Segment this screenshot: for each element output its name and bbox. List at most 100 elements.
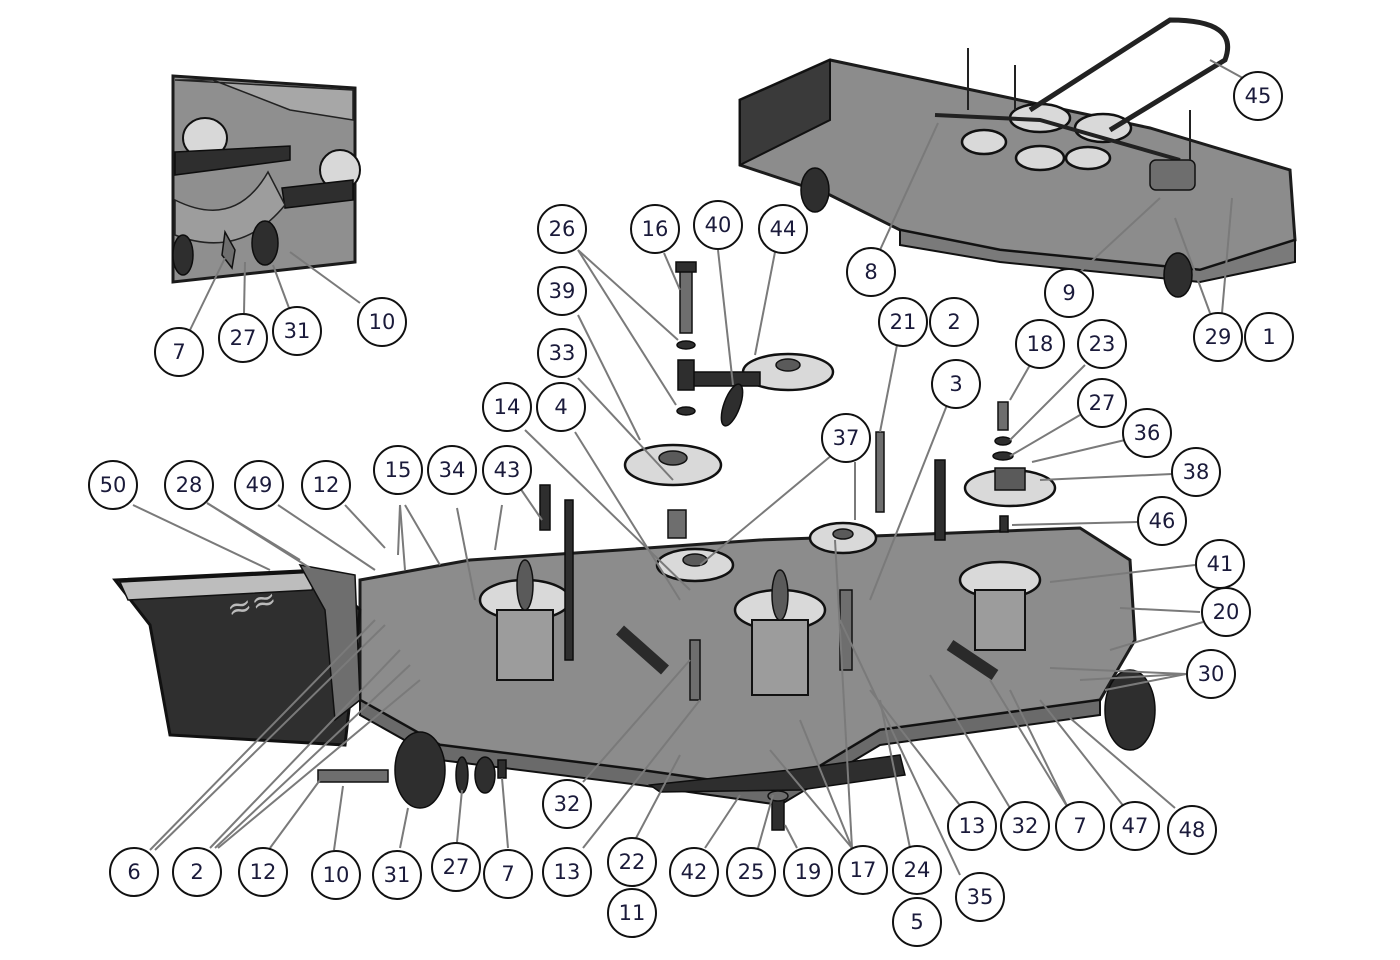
callout-47: 47 [1110,801,1160,851]
svg-text:20: 20 [1213,600,1240,624]
callout-13-right: 13 [947,801,997,851]
callout-39: 39 [537,266,587,316]
svg-text:38: 38 [1183,460,1210,484]
svg-text:14: 14 [494,395,521,419]
callouts: 7 27 31 10 45 8 9 29 1 26 16 40 44 39 33… [88,71,1294,947]
svg-text:47: 47 [1122,814,1149,838]
svg-text:13: 13 [959,814,986,838]
assembled-deck-view [738,17,1297,298]
callout-19: 19 [783,847,833,897]
svg-text:19: 19 [795,860,822,884]
svg-text:5: 5 [910,910,923,934]
svg-text:46: 46 [1149,509,1176,533]
callout-50: 50 [88,460,138,510]
svg-text:16: 16 [642,217,669,241]
callout-49: 49 [234,460,284,510]
svg-text:10: 10 [369,310,396,334]
callout-22: 22 [607,837,657,887]
callout-27-upper: 27 [1077,378,1127,428]
inset-underside-view [171,74,361,284]
callout-7-lower: 7 [483,849,533,899]
callout-23: 23 [1077,319,1127,369]
svg-text:24: 24 [904,858,931,882]
callout-12-upper: 12 [301,460,351,510]
callout-27-lower: 27 [431,842,481,892]
callout-45: 45 [1233,71,1283,121]
svg-text:26: 26 [549,217,576,241]
callout-16: 16 [630,204,680,254]
svg-text:13: 13 [554,860,581,884]
svg-text:36: 36 [1134,421,1161,445]
callout-32-left: 32 [542,779,592,829]
svg-text:12: 12 [250,860,277,884]
svg-text:18: 18 [1027,332,1054,356]
svg-text:1: 1 [1262,325,1275,349]
callout-12-lower: 12 [238,847,288,897]
callout-48: 48 [1167,805,1217,855]
svg-text:49: 49 [246,473,273,497]
svg-text:10: 10 [323,863,350,887]
callout-18: 18 [1015,319,1065,369]
svg-text:29: 29 [1205,325,1232,349]
svg-text:42: 42 [681,860,708,884]
callout-7-right: 7 [1055,801,1105,851]
svg-text:27: 27 [1089,391,1116,415]
svg-text:17: 17 [850,858,877,882]
svg-text:6: 6 [127,860,140,884]
callout-8: 8 [846,247,896,297]
callout-4: 4 [536,382,586,432]
svg-text:31: 31 [384,863,411,887]
svg-text:34: 34 [439,458,466,482]
svg-text:37: 37 [833,426,860,450]
callout-21: 21 [878,297,928,347]
svg-text:7: 7 [1073,814,1086,838]
callout-42: 42 [669,847,719,897]
callout-35: 35 [955,872,1005,922]
svg-text:39: 39 [549,279,576,303]
callout-13-left: 13 [542,847,592,897]
callout-40: 40 [693,200,743,250]
callout-46: 46 [1137,496,1187,546]
callout-1: 1 [1244,312,1294,362]
svg-text:23: 23 [1089,332,1116,356]
callout-38: 38 [1171,447,1221,497]
callout-2-upper: 2 [929,297,979,347]
svg-text:7: 7 [501,862,514,886]
callout-inset-31: 31 [272,306,322,356]
callout-9: 9 [1044,268,1094,318]
svg-text:7: 7 [172,340,185,364]
callout-30: 30 [1186,649,1236,699]
svg-text:27: 27 [230,326,257,350]
svg-text:8: 8 [864,260,877,284]
callout-10: 10 [311,850,361,900]
callout-14: 14 [482,382,532,432]
callout-32-right: 32 [1000,801,1050,851]
callout-37: 37 [821,413,871,463]
callout-43: 43 [482,445,532,495]
callout-inset-10: 10 [357,297,407,347]
svg-text:4: 4 [554,395,567,419]
callout-15: 15 [373,445,423,495]
svg-text:12: 12 [313,473,340,497]
callout-41: 41 [1195,539,1245,589]
svg-text:2: 2 [947,310,960,334]
svg-text:21: 21 [890,310,917,334]
svg-text:3: 3 [949,372,962,396]
callout-3: 3 [931,359,981,409]
svg-text:15: 15 [385,458,412,482]
svg-text:48: 48 [1179,818,1206,842]
callout-inset-27: 27 [218,313,268,363]
callout-11: 11 [607,888,657,938]
svg-text:11: 11 [619,901,646,925]
svg-text:40: 40 [705,213,732,237]
callout-24: 24 [892,845,942,895]
callout-2-lower: 2 [172,847,222,897]
callout-25: 25 [726,847,776,897]
svg-text:9: 9 [1062,281,1075,305]
svg-text:32: 32 [554,792,581,816]
callout-5: 5 [892,897,942,947]
callout-36: 36 [1122,408,1172,458]
svg-text:33: 33 [549,341,576,365]
callout-17: 17 [838,845,888,895]
